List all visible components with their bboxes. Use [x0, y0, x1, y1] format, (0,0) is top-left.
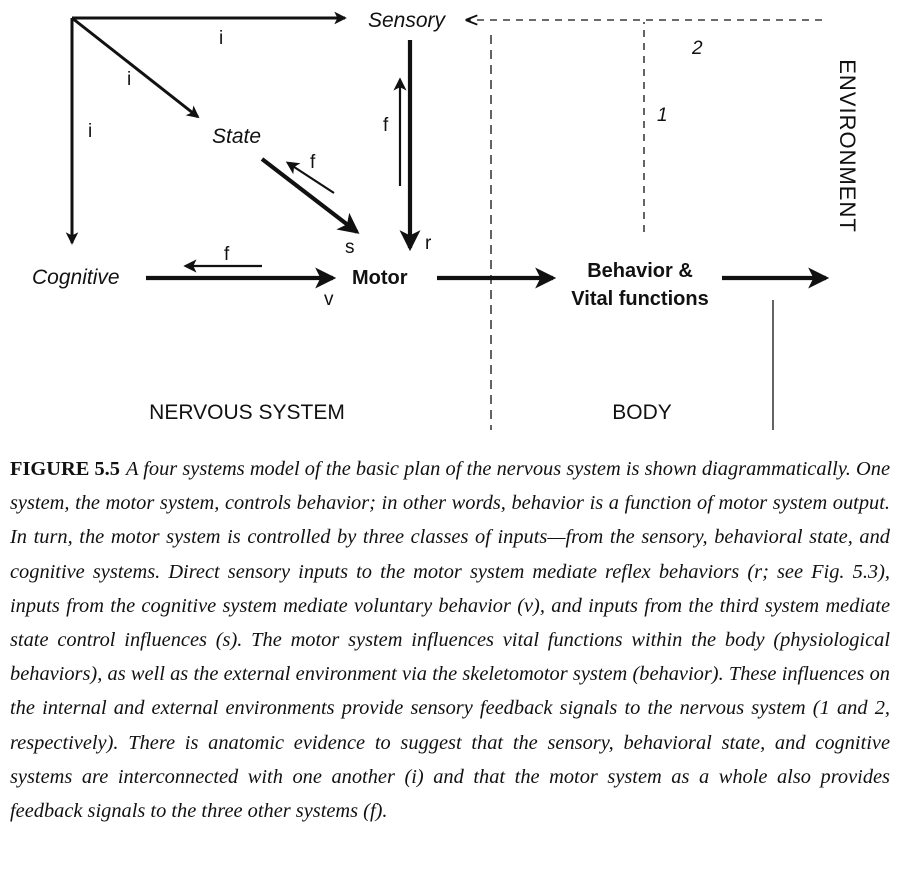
label-i-diag: i: [127, 69, 131, 90]
node-state: State: [212, 125, 261, 148]
node-behavior-line1: Behavior &: [587, 260, 693, 282]
arrow-feedback-f-state: [285, 161, 335, 194]
diagram-canvas: Sensory State Cognitive Motor Behavior &…: [32, 9, 860, 430]
arrow-state-to-motor: [260, 157, 360, 234]
caption-label: FIGURE 5.5: [10, 458, 120, 480]
node-motor: Motor: [352, 267, 408, 289]
label-r: r: [425, 233, 432, 254]
label-v: v: [324, 289, 334, 310]
label-i-top: i: [219, 28, 223, 49]
node-behavior-line2: Vital functions: [571, 288, 708, 310]
label-feedback-2: 2: [691, 38, 703, 59]
node-cognitive: Cognitive: [32, 266, 120, 289]
node-sensory: Sensory: [368, 9, 447, 32]
diagram-figure: Sensory State Cognitive Motor Behavior &…: [0, 0, 897, 440]
region-body: BODY: [612, 401, 672, 424]
region-nervous-system: NERVOUS SYSTEM: [149, 401, 345, 424]
label-f-cognitive: f: [224, 244, 230, 265]
arrow-i-to-state: [71, 16, 200, 119]
label-i-left: i: [88, 121, 92, 142]
region-environment: ENVIRONMENT: [835, 59, 860, 233]
label-f-sensory: f: [383, 115, 389, 136]
caption-text: A four systems model of the basic plan o…: [10, 458, 890, 823]
label-feedback-1: 1: [657, 105, 668, 126]
label-f-state: f: [310, 152, 316, 173]
label-s: s: [345, 237, 355, 258]
